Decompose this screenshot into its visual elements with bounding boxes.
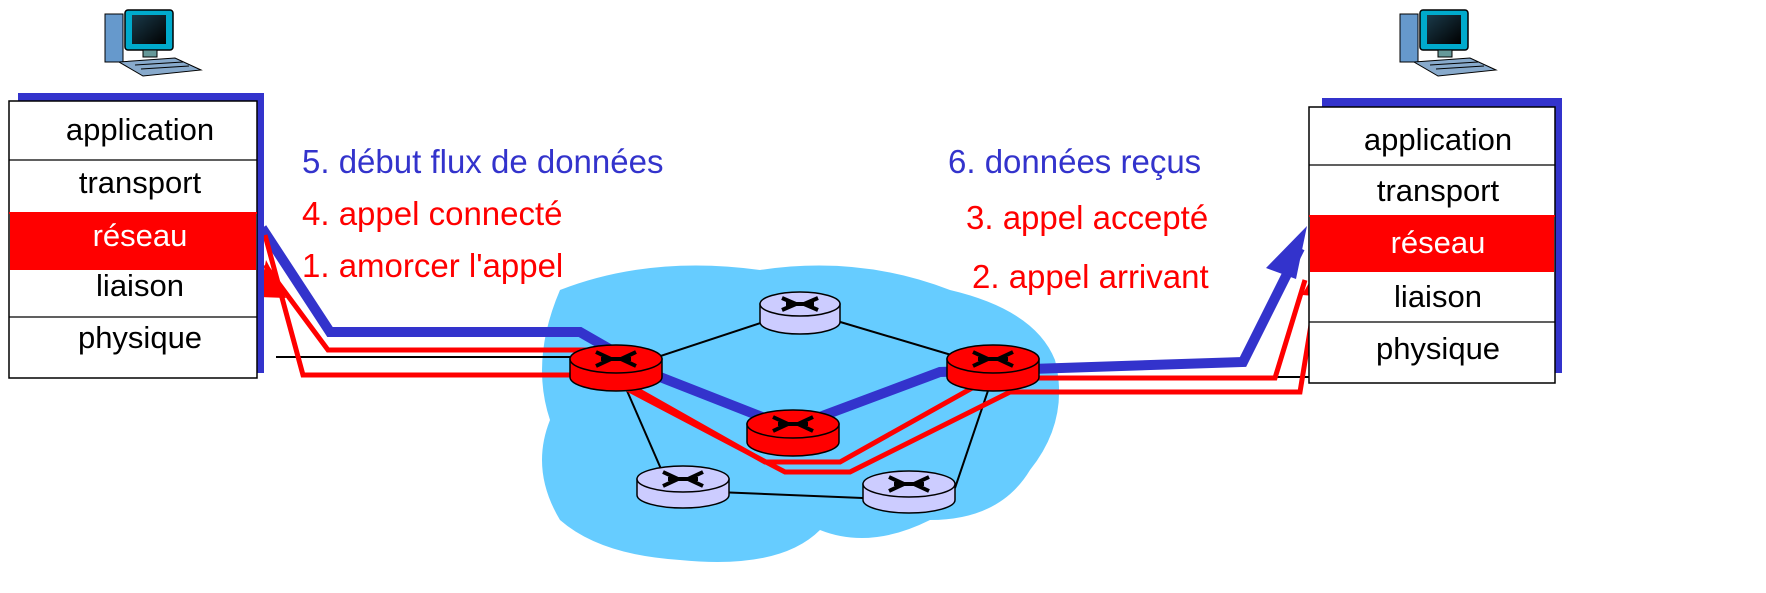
layer-link: liaison	[1394, 279, 1482, 314]
router-icon	[888, 475, 930, 493]
router-icon	[772, 415, 814, 433]
router-right	[946, 344, 1040, 392]
signaling-paths	[262, 234, 1321, 475]
router-center	[746, 409, 840, 457]
router-icon	[972, 350, 1014, 368]
router-icon	[781, 296, 819, 312]
layer-physical: physique	[78, 320, 202, 355]
layer-network: réseau	[93, 218, 188, 253]
router-top	[759, 291, 841, 335]
step-5-label: 5. début flux de données	[302, 143, 663, 180]
router-bottom-left	[636, 465, 730, 509]
step-6-label: 6. données reçus	[948, 143, 1201, 180]
data-arrowhead	[1266, 226, 1307, 279]
router-icon	[595, 350, 637, 368]
layer-link: liaison	[96, 268, 184, 303]
router-bottom-right	[862, 470, 956, 514]
step-3-label: 3. appel accepté	[966, 199, 1208, 236]
signal-arrowhead-left	[259, 260, 286, 298]
step-4-label: 4. appel connecté	[302, 195, 563, 232]
layer-transport: transport	[1377, 173, 1500, 208]
layer-highlight	[10, 214, 256, 270]
router-left	[569, 344, 663, 392]
layer-physical: physique	[1376, 331, 1500, 366]
step-2-label: 2. appel arrivant	[972, 258, 1209, 295]
data-flow-path	[257, 225, 1305, 434]
router-icon	[662, 470, 704, 488]
layer-network: réseau	[1391, 225, 1486, 260]
step-1-label: 1. amorcer l'appel	[302, 247, 563, 284]
layer-application: application	[66, 112, 214, 147]
left-protocol-stack: application transport réseau liaison phy…	[8, 93, 264, 379]
right-computer-icon	[1399, 9, 1498, 77]
layer-application: application	[1364, 122, 1512, 157]
layer-highlight	[1310, 217, 1554, 272]
right-protocol-stack: application transport réseau liaison phy…	[1308, 98, 1562, 384]
left-computer-icon	[104, 9, 203, 77]
layer-transport: transport	[79, 165, 202, 200]
